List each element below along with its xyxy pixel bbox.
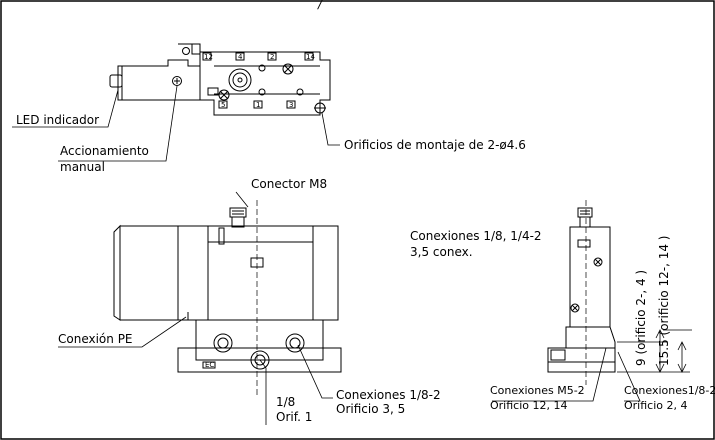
side-view-leaders — [492, 347, 641, 402]
ports-1-8-2-label-1: Conexiones 1/8-2 — [336, 388, 441, 402]
ports-1-8-1-4-label-2: 3,5 conex. — [410, 245, 473, 259]
ports-right-label-2: Orificio 2, 4 — [624, 399, 688, 412]
ec-mark: EC — [205, 361, 214, 369]
ports-1-8-1-4-label-1: Conexiones 1/8, 1/4-2 — [410, 229, 542, 243]
ports-m5-label-2: Orificio 12, 14 — [490, 399, 567, 412]
port-1-label-1: 1/8 — [276, 395, 295, 409]
port-1-label-2: Orif. 1 — [276, 410, 312, 424]
connector-m8-label: Conector M8 — [251, 177, 327, 191]
top-view-leaders — [12, 85, 340, 162]
pe-connection-label: Conexión PE — [58, 332, 133, 346]
port-mark-2: 2 — [270, 53, 274, 61]
front-view-leaders — [58, 191, 333, 425]
ports-1-8-2-label-2: Orificio 3, 5 — [336, 402, 405, 416]
port-mark-1: 1 — [256, 101, 260, 109]
top-view — [109, 43, 331, 116]
port-mark-12: 12 — [204, 53, 213, 61]
top-view-port-marks: 12 4 2 14 5 1 3 — [204, 53, 315, 109]
manual-actuation-label-2: manual — [60, 160, 105, 174]
manual-override-circle — [172, 76, 182, 86]
front-view — [113, 207, 342, 373]
dimension-9-label: 9 (orificio 2-, 4 ) — [634, 270, 648, 366]
cut-off-mark: / — [317, 0, 324, 11]
ports-m5-label-1: Conexiones M5-2 — [490, 384, 585, 397]
port-mark-5: 5 — [221, 101, 225, 109]
port-mark-4: 4 — [238, 53, 243, 61]
side-view — [547, 207, 616, 373]
port-mark-14: 14 — [306, 53, 315, 61]
ports-right-label-1: Conexiones1/8-2 — [624, 384, 715, 397]
led-indicator-label: LED indicador — [16, 113, 99, 127]
manual-actuation-label-1: Accionamiento — [60, 144, 149, 158]
port-mark-3: 3 — [289, 101, 293, 109]
mounting-holes-label: Orificios de montaje de 2-ø4.6 — [344, 138, 526, 152]
dimension-lines — [617, 329, 692, 373]
dimension-15-5-label: 15.5 (orificio 12-, 14 ) — [657, 236, 671, 366]
